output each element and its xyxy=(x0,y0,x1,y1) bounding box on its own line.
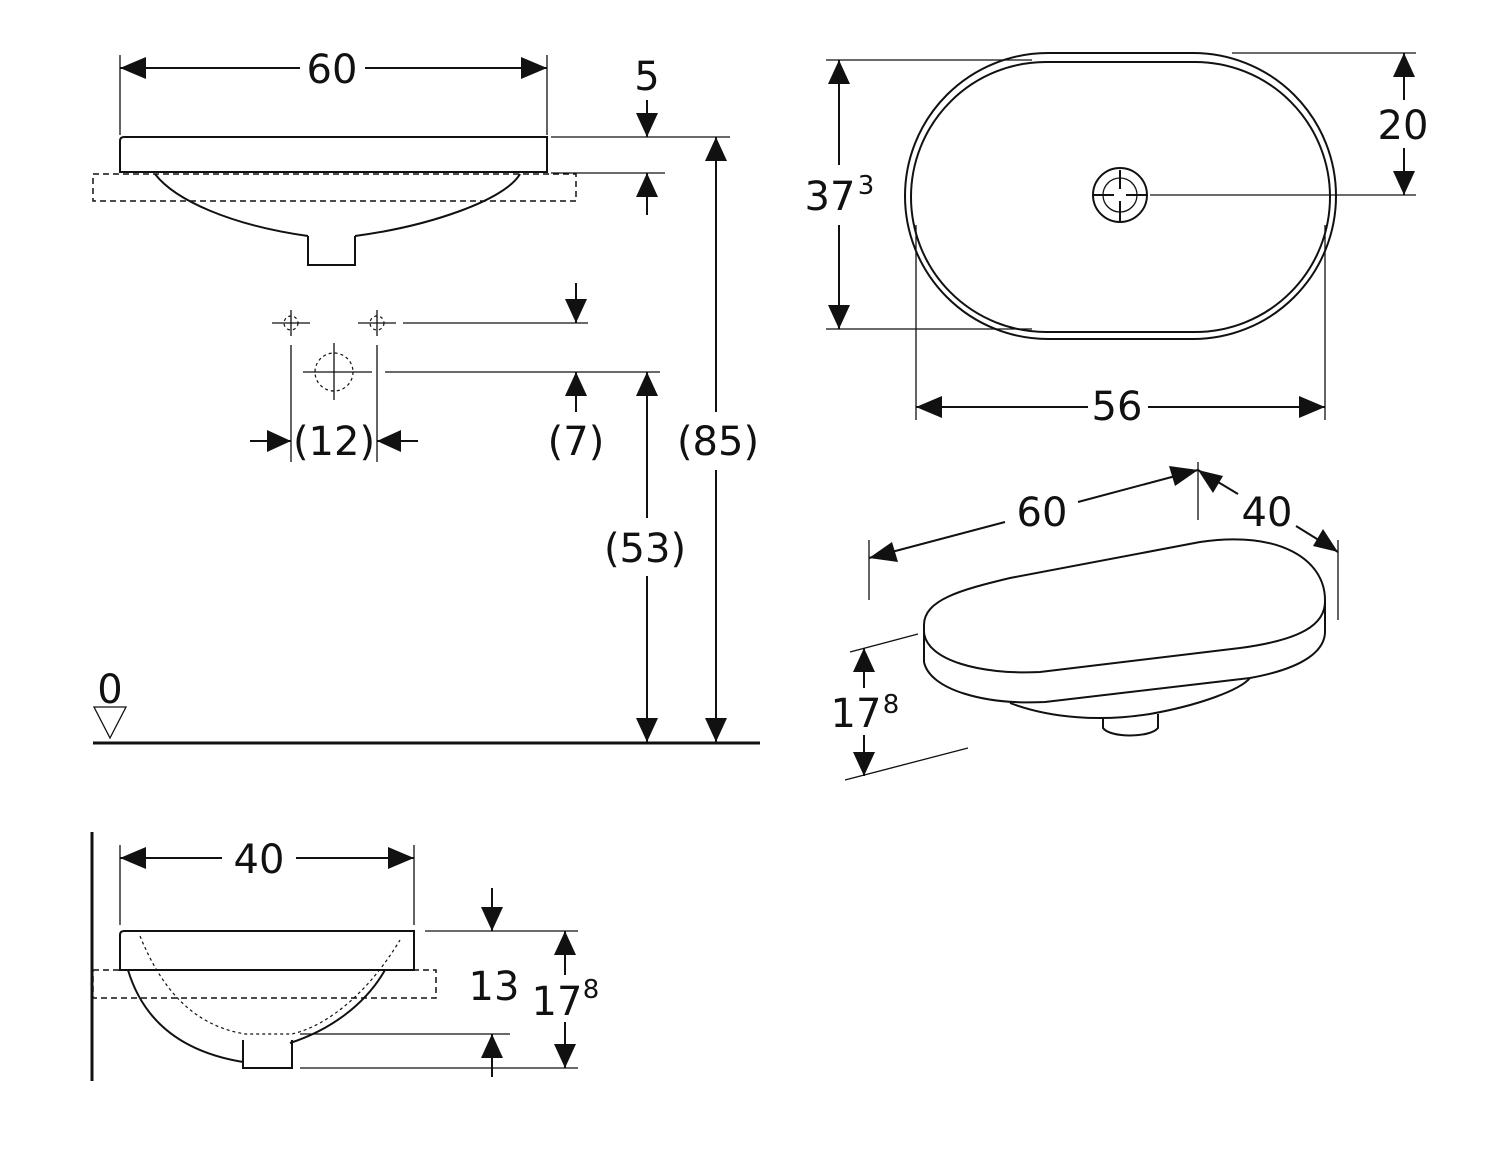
side-height-label: 17 xyxy=(532,979,583,1025)
tap-spacing-arrow-right xyxy=(377,430,401,452)
side-rim xyxy=(119,930,415,971)
side-bowl-right xyxy=(289,969,386,1044)
iso-height-arrow-down xyxy=(853,752,875,776)
bowl-right xyxy=(354,173,521,237)
side-width-arrow-left xyxy=(120,847,146,869)
depth-label-sup: 3 xyxy=(858,171,875,201)
iso-height-ext-top xyxy=(849,633,919,653)
waste-outlet xyxy=(307,236,356,266)
rim-thickness-label: 5 xyxy=(634,54,659,100)
iso-waste xyxy=(1102,714,1159,737)
iso-length-label: 60 xyxy=(1017,490,1068,536)
tap-offset-arrow-up xyxy=(565,372,587,396)
tap-offset-label: (7) xyxy=(548,419,605,465)
iso-bowl-underside xyxy=(1009,677,1251,720)
inner-width-arrow-right xyxy=(1299,396,1325,418)
side-bowl-left xyxy=(127,969,244,1063)
countertop-outline xyxy=(92,173,577,202)
iso-width-label: 40 xyxy=(1242,490,1293,536)
iso-height-label: 17 xyxy=(831,691,882,737)
floor-level-label: 0 xyxy=(97,667,122,713)
basin-inner-outline xyxy=(910,61,1331,333)
depth-label: 37 xyxy=(805,174,856,220)
side-bowl-inner xyxy=(139,935,401,1035)
inner-width-arrow-left xyxy=(916,396,942,418)
inner-width-label: 56 xyxy=(1092,384,1143,430)
depth-arrow-up xyxy=(828,60,850,84)
front-width-label: 60 xyxy=(307,47,358,93)
iso-length-arrow-right xyxy=(1169,466,1198,486)
tap-offset-arrow-down xyxy=(565,299,587,323)
iso-view: 60 40 17 8 xyxy=(831,462,1339,781)
waste-offset-arrow-down xyxy=(1393,171,1415,195)
tap-spacing-arrow-left xyxy=(267,430,291,452)
front-view: 60 5 xyxy=(92,47,760,745)
iso-top-edge-back xyxy=(923,538,1326,660)
arrow-left xyxy=(120,57,146,79)
side-height-label-sup: 8 xyxy=(583,975,600,1005)
iso-length-arrow-left xyxy=(869,542,898,562)
basin-outer-outline xyxy=(904,52,1337,340)
bowl-left xyxy=(154,173,309,237)
bowl-depth-arrow-down xyxy=(481,907,503,931)
side-height-arrow-down xyxy=(554,1044,576,1068)
waste-centre-mark xyxy=(303,343,372,400)
side-width-label: 40 xyxy=(234,837,285,883)
iso-width-arrow-left xyxy=(1198,470,1223,493)
waste-height-arrow-down xyxy=(636,718,658,742)
waste-offset-arrow-up xyxy=(1393,53,1415,77)
rim-height-label: (85) xyxy=(677,419,759,465)
arrow-right xyxy=(521,57,547,79)
depth-arrow-down xyxy=(828,305,850,329)
drain-symbol xyxy=(1092,167,1148,223)
bowl-depth-arrow-up xyxy=(481,1034,503,1058)
waste-offset-label: 20 xyxy=(1378,103,1429,149)
plan-view: 37 3 20 56 xyxy=(805,52,1429,430)
waste-height-arrow-up xyxy=(636,372,658,396)
side-width-arrow-right xyxy=(388,847,414,869)
rim-height-arrow-down xyxy=(705,718,727,742)
side-waste xyxy=(242,1040,293,1069)
iso-height-ext-bottom xyxy=(844,747,969,781)
side-height-arrow-up xyxy=(554,931,576,955)
tap-mark-right xyxy=(358,310,396,336)
rim-arrow-up xyxy=(636,173,658,197)
iso-height-arrow-up xyxy=(853,648,875,672)
iso-width-arrow-right xyxy=(1313,529,1338,552)
basin-rim xyxy=(119,136,548,173)
tap-spacing-label: (12) xyxy=(293,419,375,465)
iso-height-label-sup: 8 xyxy=(883,690,900,720)
iso-top-edge-front xyxy=(923,599,1327,674)
rim-height-arrow-up xyxy=(705,137,727,161)
bowl-depth-label: 13 xyxy=(469,964,520,1010)
waste-height-label: (53) xyxy=(604,526,686,572)
tap-mark-left xyxy=(272,310,310,336)
rim-arrow-down xyxy=(636,113,658,137)
floor-level-triangle xyxy=(92,706,128,740)
iso-rim-body xyxy=(923,629,1327,704)
side-countertop-outline xyxy=(92,969,437,999)
side-view: 40 13 17 8 xyxy=(90,832,600,1081)
